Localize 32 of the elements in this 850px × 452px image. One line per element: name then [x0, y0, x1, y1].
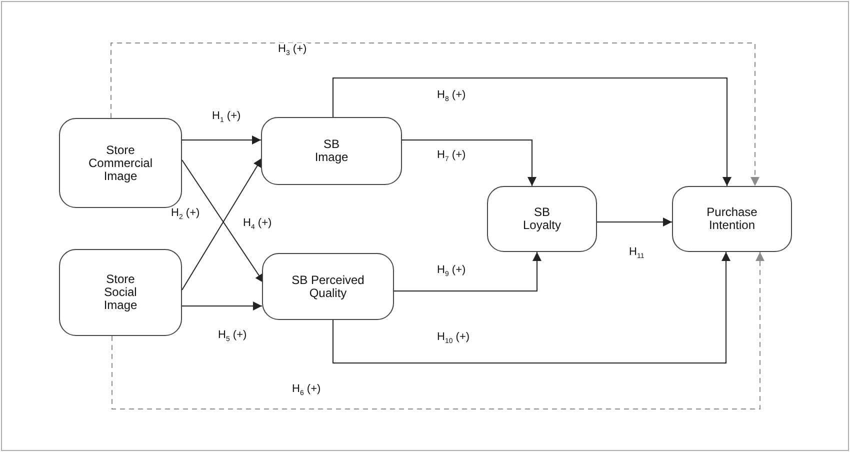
edge-label: H$_{5}$ (+) — [217, 329, 248, 344]
arrow — [110, 42, 760, 186]
node-label: SB Loyalty — [522, 206, 562, 232]
arrow — [112, 252, 764, 410]
edge-label: H$_{2}$ (+) — [170, 207, 201, 222]
edge-label: H$_{7}$ (+) — [436, 149, 467, 164]
arrow — [332, 252, 730, 364]
arrow — [332, 78, 732, 186]
edge-label: H$_{8}$ (+) — [436, 89, 467, 104]
rounded-box — [262, 253, 394, 320]
node-label: SB Perceived Quality — [290, 274, 366, 300]
arrow — [182, 302, 262, 310]
rounded-box — [59, 118, 182, 208]
rounded-box — [59, 249, 182, 336]
arrow — [596, 218, 672, 226]
node-label: SB Image — [314, 138, 350, 164]
arrow — [394, 252, 542, 292]
node-label: Store Commercial Image — [87, 144, 154, 182]
edge-label: H$_{10}$ (+) — [436, 331, 471, 346]
node-label: Store Social Image — [102, 273, 138, 312]
rounded-box — [261, 117, 402, 185]
edge-label: H$_{6}$ (+) — [291, 383, 322, 398]
arrow — [182, 136, 262, 144]
rounded-box — [487, 186, 597, 252]
rounded-box — [672, 186, 792, 252]
edge-label: H$_{3}$ (+) — [277, 43, 308, 58]
arrow — [402, 140, 536, 186]
edge-label: H$_{9}$ (+) — [436, 264, 467, 278]
node-label: Purchase Intention — [706, 206, 758, 232]
edge-label: H$_{1}$ (+) — [211, 110, 242, 124]
edge-label: H$_{11}$ — [628, 246, 646, 260]
edge-label: H$_{4}$ (+) — [242, 217, 273, 232]
